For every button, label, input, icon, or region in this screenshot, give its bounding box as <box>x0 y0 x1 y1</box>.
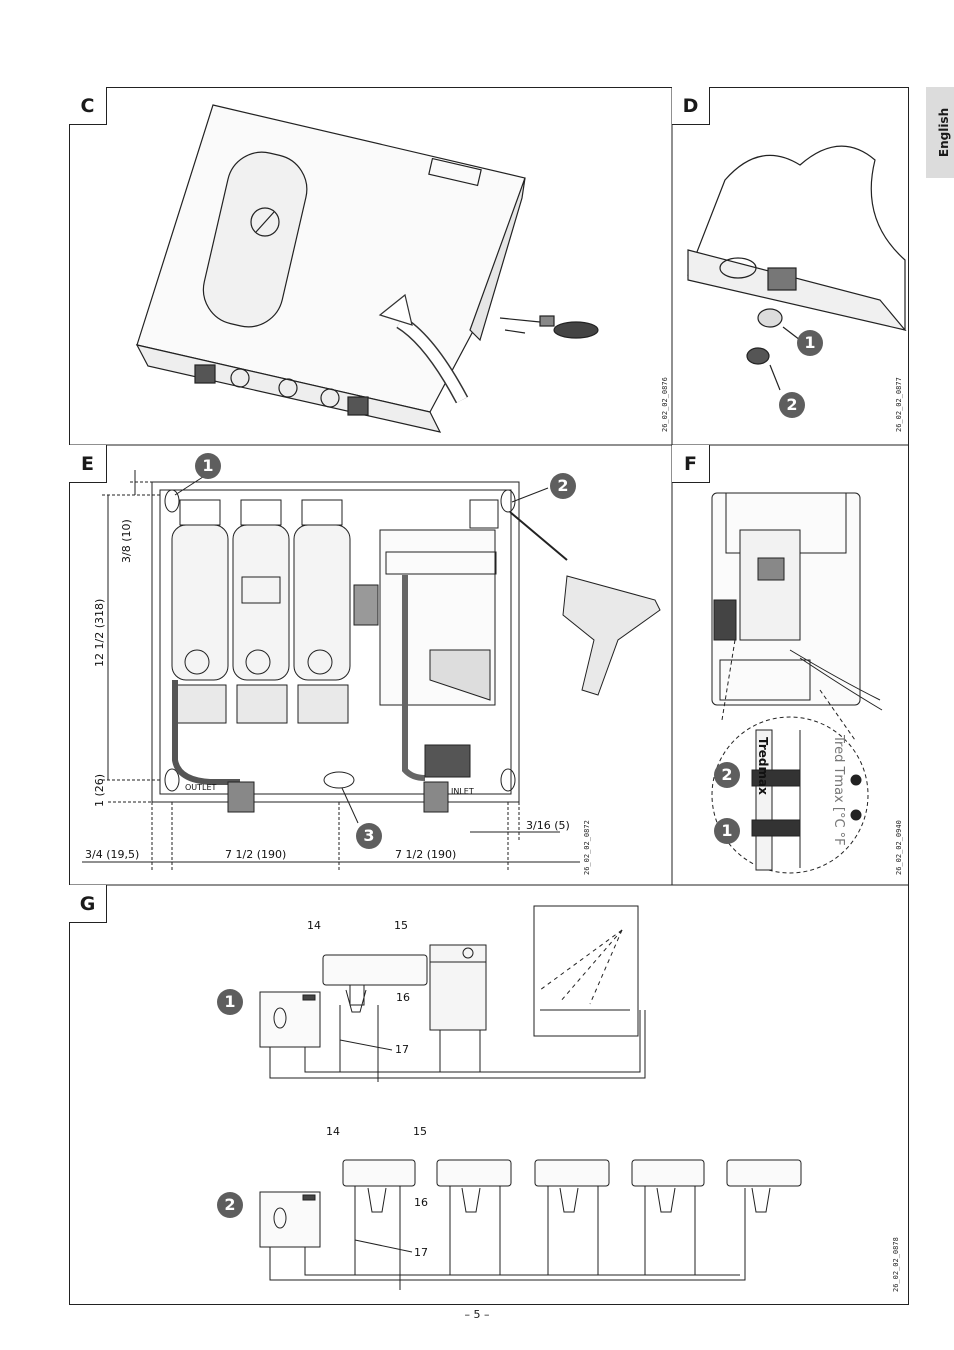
panel-d-callout-1: 1 <box>797 330 823 356</box>
page-number: – 5 – <box>464 1308 490 1321</box>
panel-d-ref: 26_02_02_0877 <box>895 377 903 432</box>
panel-f-callout-1: 1 <box>714 818 740 844</box>
panel-g-callout-2: 2 <box>217 1192 243 1218</box>
panel-d-label: D <box>672 87 710 125</box>
panel-f-scale-text: Tred Tmax [°C °F <box>831 735 846 846</box>
panel-c-ref: 26_02_02_0876 <box>661 377 669 432</box>
panel-d: D 1 2 26_02_02_0877 <box>672 87 909 445</box>
dim-right-small: 3/16 (5) <box>526 819 570 832</box>
panel-f: F 2 1 Tred Tmax [°C °F Tredmax 26_02_02_… <box>672 445 909 885</box>
dim-left: 3/4 (19,5) <box>85 848 140 861</box>
g-system-2 <box>259 1159 802 1290</box>
panel-e-label: E <box>69 445 107 483</box>
panel-f-ref: 26_02_02_0940 <box>895 820 903 875</box>
panel-f-knob-text: Tredmax <box>756 737 770 795</box>
g1-label-16: 16 <box>396 991 410 1004</box>
g2-label-17: 17 <box>414 1246 428 1259</box>
g1-label-15: 15 <box>394 919 408 932</box>
dim-width-right: 7 1/2 (190) <box>395 848 457 861</box>
panel-e-callout-1: 1 <box>195 453 221 479</box>
g1-label-17: 17 <box>395 1043 409 1056</box>
c-heater-box <box>135 104 599 433</box>
panel-g-label: G <box>69 885 107 923</box>
panel-g-callout-1: 1 <box>217 989 243 1015</box>
language-tab: English <box>926 87 954 178</box>
panel-f-callout-2: 2 <box>714 762 740 788</box>
g2-label-14: 14 <box>326 1125 340 1138</box>
d-unit-detail <box>687 145 907 391</box>
g-system-1 <box>259 905 646 1082</box>
panel-e-callout-3: 3 <box>356 823 382 849</box>
panel-f-label: F <box>672 445 710 483</box>
dim-height: 12 1/2 (318) <box>93 598 106 667</box>
figure-frame <box>69 87 909 1305</box>
panel-c-label: C <box>69 87 107 125</box>
panel-e-callout-2: 2 <box>550 473 576 499</box>
label-inlet: INLET <box>451 787 474 796</box>
dim-width-left: 7 1/2 (190) <box>225 848 287 861</box>
dim-top-small: 3/8 (10) <box>120 519 133 563</box>
panel-d-callout-2: 2 <box>779 392 805 418</box>
panel-g-ref: 26_02_02_0878 <box>892 1237 900 1292</box>
g2-label-16: 16 <box>414 1196 428 1209</box>
dim-bottom: 1 (26) <box>93 773 106 807</box>
panel-e: E 1 2 3 3/8 (10) 12 1/2 (318) 1 (26) 3/4… <box>69 445 672 885</box>
label-outlet: OUTLET <box>185 783 217 792</box>
g2-label-15: 15 <box>413 1125 427 1138</box>
e-unit-drawing <box>82 470 661 870</box>
f-control-detail <box>711 492 883 874</box>
g1-label-14: 14 <box>307 919 321 932</box>
panel-e-ref: 26_02_02_0872 <box>583 820 591 875</box>
panel-c: C 26_02_02_0876 <box>69 87 672 445</box>
panel-g: G 1 2 14 15 16 17 14 15 16 17 26_02_02_0… <box>69 885 909 1305</box>
